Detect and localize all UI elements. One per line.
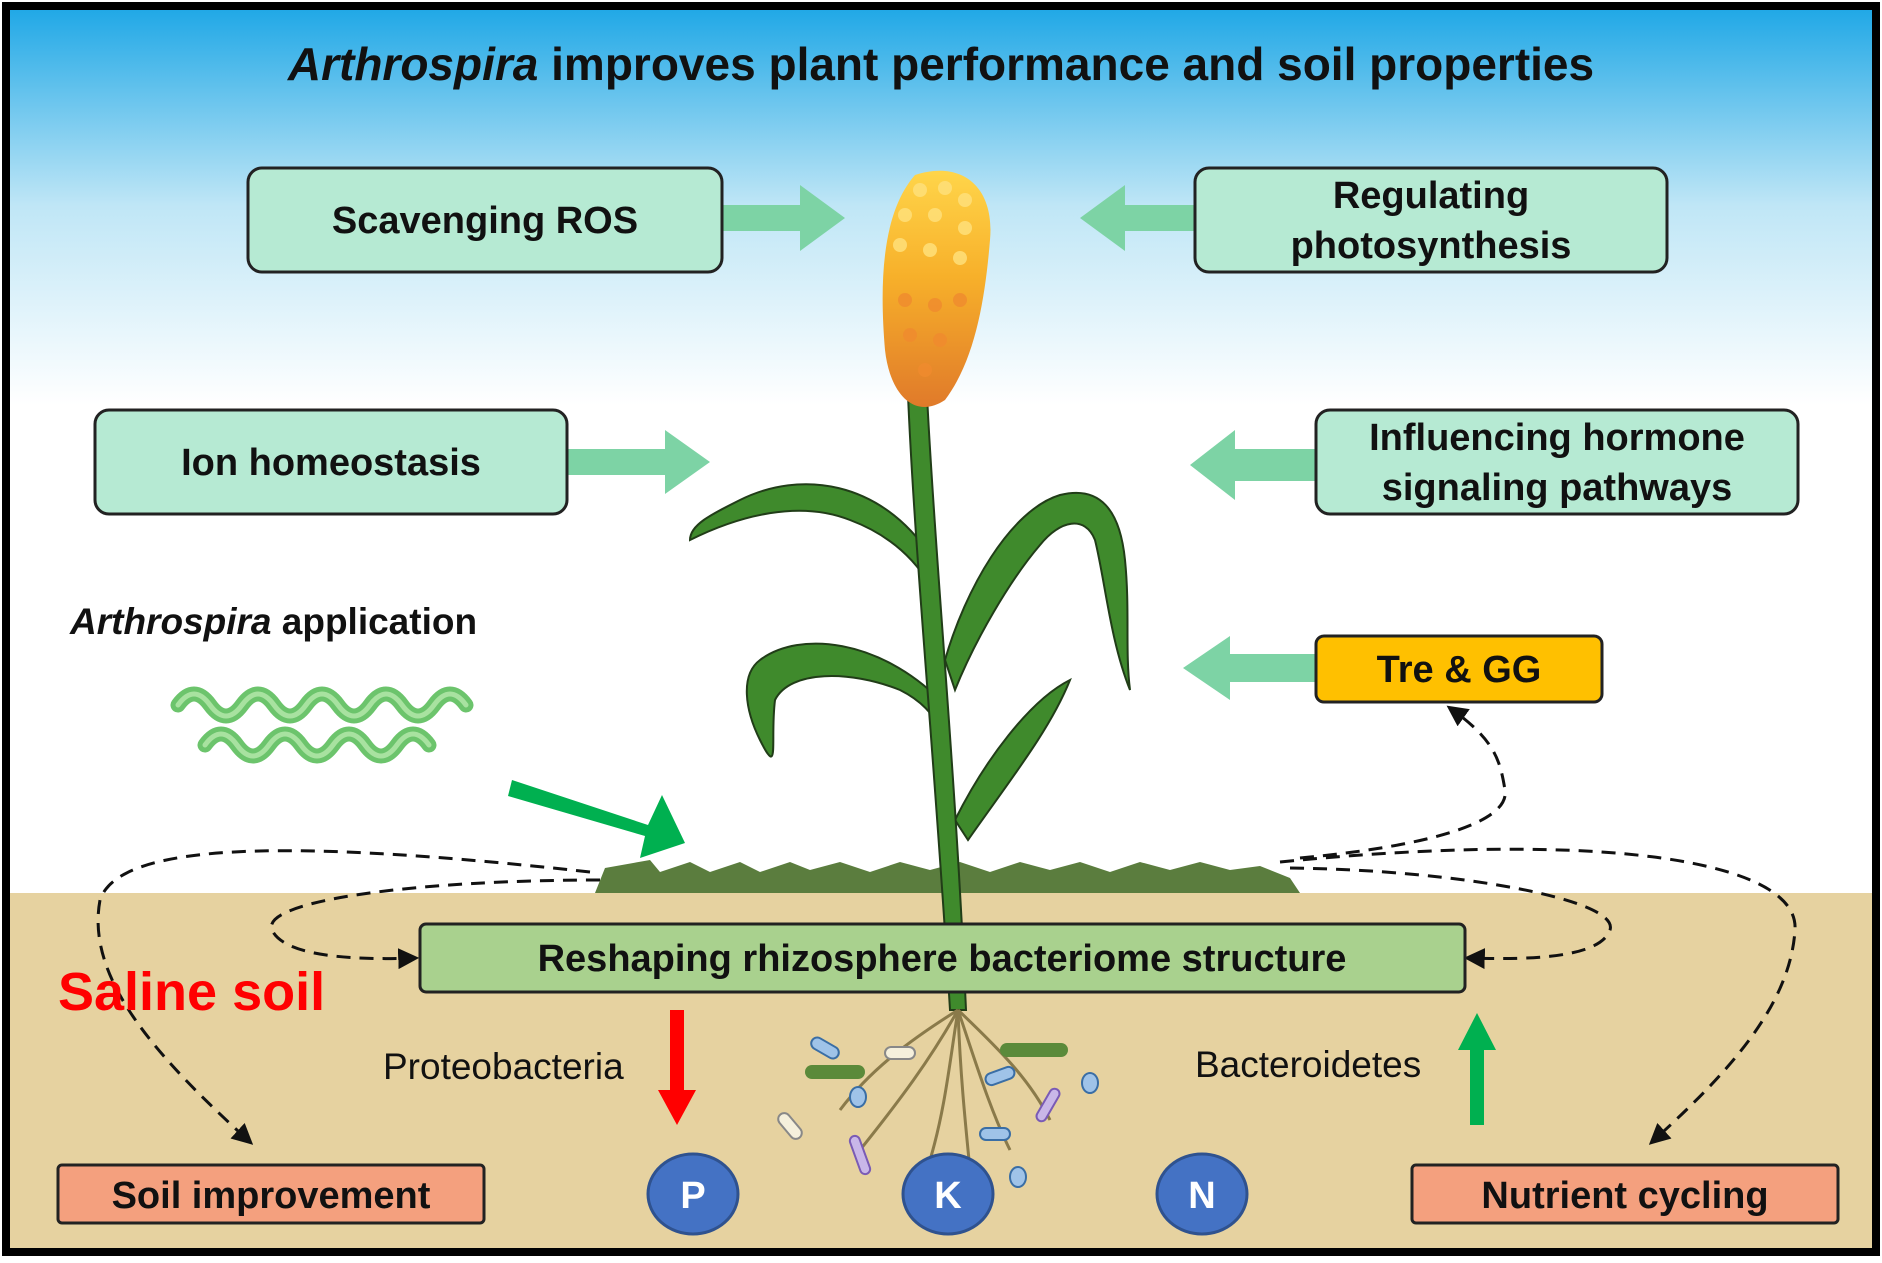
panicle-grains (893, 181, 972, 265)
leaf-right-upper (943, 491, 1131, 693)
leaf-left-upper (688, 483, 931, 589)
ion-homeostasis-box: Ion homeostasis (93, 408, 569, 516)
bacterium (777, 1112, 803, 1140)
soil-improvement-box: Soil improvement (56, 1163, 486, 1225)
stem (906, 394, 968, 1011)
application-italic: Arthrospira (69, 601, 271, 642)
tre-gg-label: Tre & GG (1377, 649, 1542, 691)
title-rest: improves plant performance and soil prop… (538, 38, 1594, 90)
nutrient-k-label: K (934, 1175, 962, 1217)
bacterium (810, 1036, 840, 1060)
regulating-label-line1: Regulating (1333, 175, 1529, 217)
application-rest: application (271, 601, 477, 642)
saline-soil-label: Saline soil (58, 962, 325, 1022)
arrow-photosynthesis (1080, 185, 1270, 251)
hormone-label-line1: Influencing hormone (1369, 417, 1745, 459)
hormone-label-line2: signaling pathways (1382, 467, 1733, 509)
nutrient-cycling-label: Nutrient cycling (1481, 1175, 1768, 1217)
dash-to-tre-gg (1299, 705, 1507, 860)
bacterium (848, 1134, 872, 1176)
nutrient-p: P (646, 1152, 740, 1236)
application-arrow (508, 780, 685, 858)
regulating-label-line2: photosynthesis (1291, 225, 1572, 267)
nutrient-n-label: N (1188, 1175, 1215, 1217)
bacteroidetes-label: Bacteroidetes (1195, 1044, 1421, 1085)
bacterium (849, 1086, 867, 1108)
arrow-ion (530, 430, 710, 494)
nutrient-n: N (1155, 1152, 1249, 1236)
dash-loop-right (1289, 866, 1612, 970)
bacterium (984, 1065, 1016, 1087)
leaf-left-lower (745, 642, 941, 758)
filament-2-highlight (202, 731, 432, 759)
increase-arrow (1458, 1013, 1496, 1125)
nutrient-k: K (901, 1152, 995, 1236)
effect-arrows (530, 185, 1320, 700)
plant (688, 170, 1131, 1011)
dashed-arrows (96, 705, 1797, 1145)
reshaping-box: Reshaping rhizosphere bacteriome structu… (418, 922, 1467, 994)
bacteria (777, 1036, 1099, 1188)
nutrient-p-label: P (680, 1175, 705, 1217)
dash-to-soil-improvement (96, 849, 591, 1145)
arthrospira-filaments (170, 686, 474, 764)
arrow-ros (660, 185, 845, 251)
ion-homeostasis-label: Ion homeostasis (181, 442, 481, 484)
diagram-title: Arthrospira improves plant performance a… (287, 38, 1594, 90)
bacterium (1000, 1043, 1068, 1057)
application-label: Arthrospira application (69, 601, 477, 642)
nutrient-cycling-box: Nutrient cycling (1410, 1163, 1840, 1225)
reshaping-label: Reshaping rhizosphere bacteriome structu… (538, 938, 1347, 980)
bacterium (805, 1065, 865, 1079)
bacterium (1035, 1087, 1061, 1123)
panicle-grains-lower (898, 293, 967, 377)
title-italic: Arthrospira (287, 38, 538, 90)
dash-to-nutrient-cycling (1279, 847, 1797, 1145)
scavenging-ros-box: Scavenging ROS (246, 166, 724, 274)
bacterium (979, 1127, 1011, 1141)
regulating-photosynthesis-box: Regulating photosynthesis (1193, 166, 1669, 274)
dash-loop-left (269, 878, 601, 970)
hormone-signaling-box: Influencing hormone signaling pathways (1314, 408, 1800, 516)
bacterium (1009, 1166, 1027, 1188)
scavenging-ros-label: Scavenging ROS (332, 200, 638, 242)
tre-gg-box: Tre & GG (1314, 634, 1604, 704)
bacterium (884, 1046, 916, 1060)
decrease-arrow (658, 1010, 696, 1125)
proteobacteria-label: Proteobacteria (383, 1046, 624, 1087)
arrow-hormone (1190, 430, 1320, 500)
filament-1-highlight (175, 691, 469, 719)
leaf-right-lower (953, 677, 1072, 842)
bacterium (1081, 1072, 1099, 1094)
soil-improvement-label: Soil improvement (112, 1175, 431, 1217)
arrow-tre (1183, 636, 1318, 700)
